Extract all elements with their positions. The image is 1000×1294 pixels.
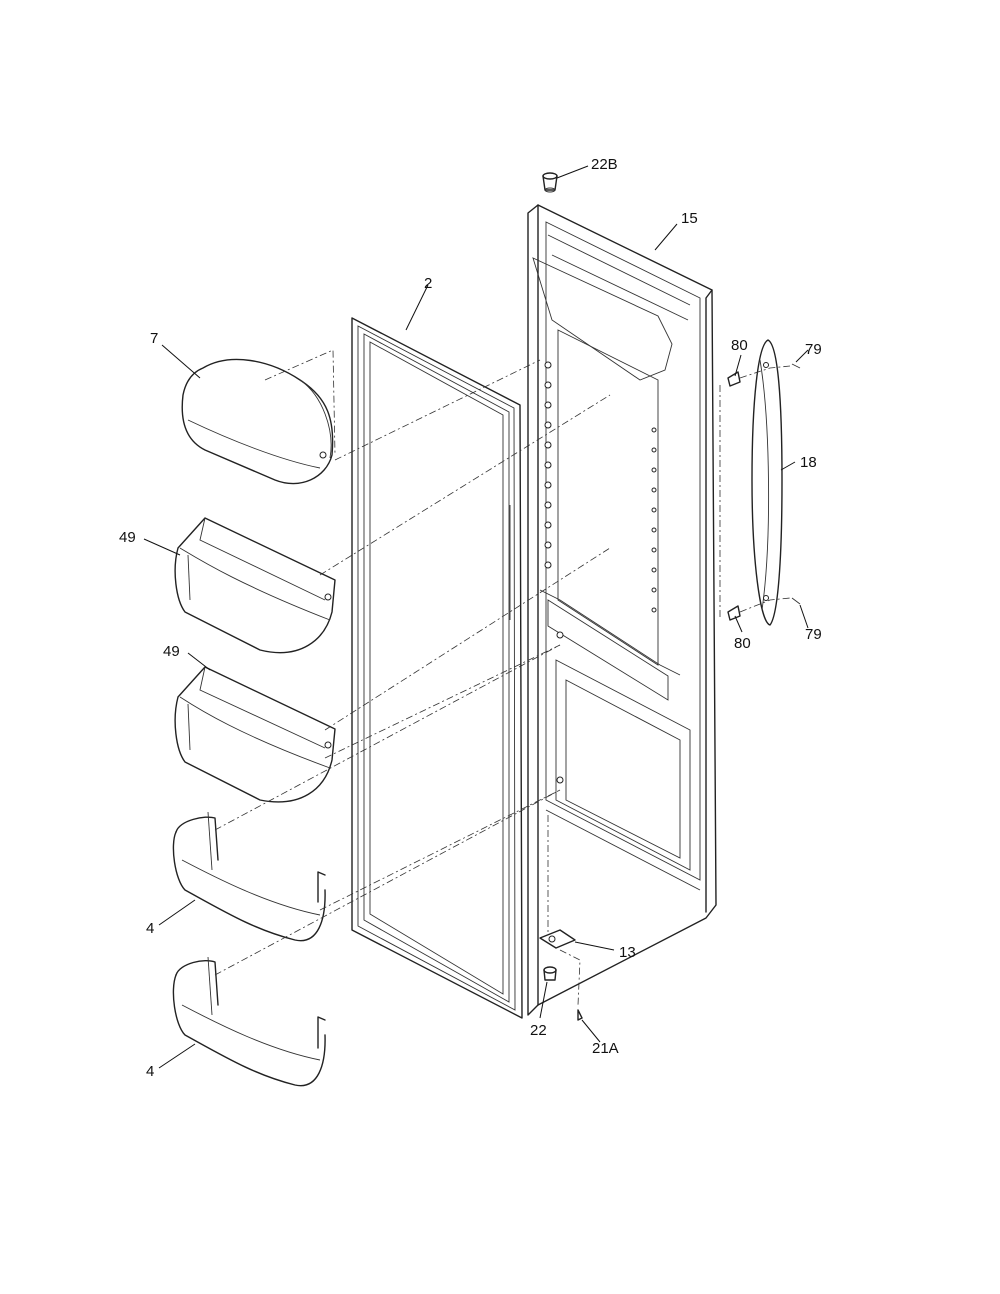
callout-15: 15 bbox=[681, 210, 698, 227]
bushing-22b bbox=[542, 172, 558, 193]
screw-80-lower bbox=[727, 605, 741, 621]
callout-49-upper: 49 bbox=[119, 529, 136, 546]
dairy-container-7 bbox=[181, 358, 334, 485]
callout-13: 13 bbox=[619, 944, 636, 961]
leader-lines bbox=[143, 165, 809, 1069]
callout-21a: 21A bbox=[592, 1040, 619, 1057]
callout-79-upper: 79 bbox=[805, 341, 822, 358]
callout-22b: 22B bbox=[591, 156, 618, 173]
door-handle-18 bbox=[751, 339, 783, 626]
door-panel-15 bbox=[527, 204, 717, 1016]
assembly-lines bbox=[214, 349, 791, 1006]
bushing-22 bbox=[543, 966, 557, 981]
screw-79-lower bbox=[791, 597, 801, 605]
callout-7: 7 bbox=[150, 330, 158, 347]
callout-2: 2 bbox=[424, 275, 432, 292]
door-gasket-2 bbox=[351, 317, 523, 1019]
callout-4-upper: 4 bbox=[146, 920, 154, 937]
hinge-bracket-13 bbox=[539, 929, 576, 949]
callout-80-upper: 80 bbox=[731, 337, 748, 354]
door-bucket-4-lower bbox=[172, 956, 326, 1087]
callout-80-lower: 80 bbox=[734, 635, 751, 652]
screw-80-upper bbox=[727, 371, 741, 387]
door-bucket-4-upper bbox=[172, 811, 326, 942]
callout-4-lower: 4 bbox=[146, 1063, 154, 1080]
callout-18: 18 bbox=[800, 454, 817, 471]
callout-49-lower: 49 bbox=[163, 643, 180, 660]
screw-79-upper bbox=[791, 363, 801, 369]
callout-22: 22 bbox=[530, 1022, 547, 1039]
door-bin-49-upper bbox=[174, 517, 336, 654]
screw-21a bbox=[577, 1009, 583, 1021]
door-bin-49-lower bbox=[174, 666, 336, 803]
callout-79-lower: 79 bbox=[805, 626, 822, 643]
